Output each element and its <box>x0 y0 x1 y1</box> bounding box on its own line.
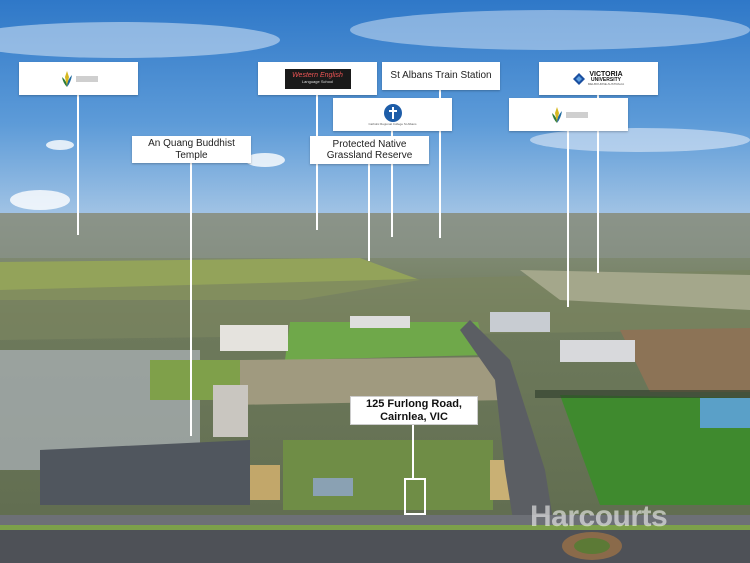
vu-diamond-icon <box>572 72 585 85</box>
college-logo-label: Catholic Regional College St Albans <box>333 98 452 131</box>
leaf-logo-icon <box>551 106 562 123</box>
harcourts-watermark: Harcourts <box>530 500 668 533</box>
english-school-logo-label: Western English Language School <box>258 62 377 95</box>
leader-line-grassland <box>368 164 370 261</box>
english-school-logo: Western English Language School <box>284 68 351 89</box>
leader-line-temple <box>190 163 192 436</box>
left-leaf-logo-label <box>19 62 138 95</box>
leader-line-address <box>412 423 414 478</box>
victoria-uni-logo-label: VICTORIA UNIVERSITY MELBOURNE AUSTRALIA <box>539 62 658 95</box>
leader-line-college <box>391 131 393 237</box>
right-leaf-logo-label <box>509 98 628 131</box>
leader-line-train-station <box>439 90 441 238</box>
leader-line-victoria-uni <box>597 95 599 273</box>
leaf-logo-icon <box>61 70 72 87</box>
property-plot-outline <box>404 478 426 515</box>
temple-label: An Quang Buddhist Temple <box>132 136 251 163</box>
grassland-reserve-label: Protected Native Grassland Reserve <box>310 136 429 164</box>
leader-line-left-leaf <box>77 95 79 235</box>
leader-line-right-leaf <box>567 131 569 307</box>
cross-shield-icon <box>383 103 402 122</box>
train-station-label: St Albans Train Station <box>382 62 500 90</box>
property-address-label: 125 Furlong Road, Cairnlea, VIC <box>350 396 478 425</box>
